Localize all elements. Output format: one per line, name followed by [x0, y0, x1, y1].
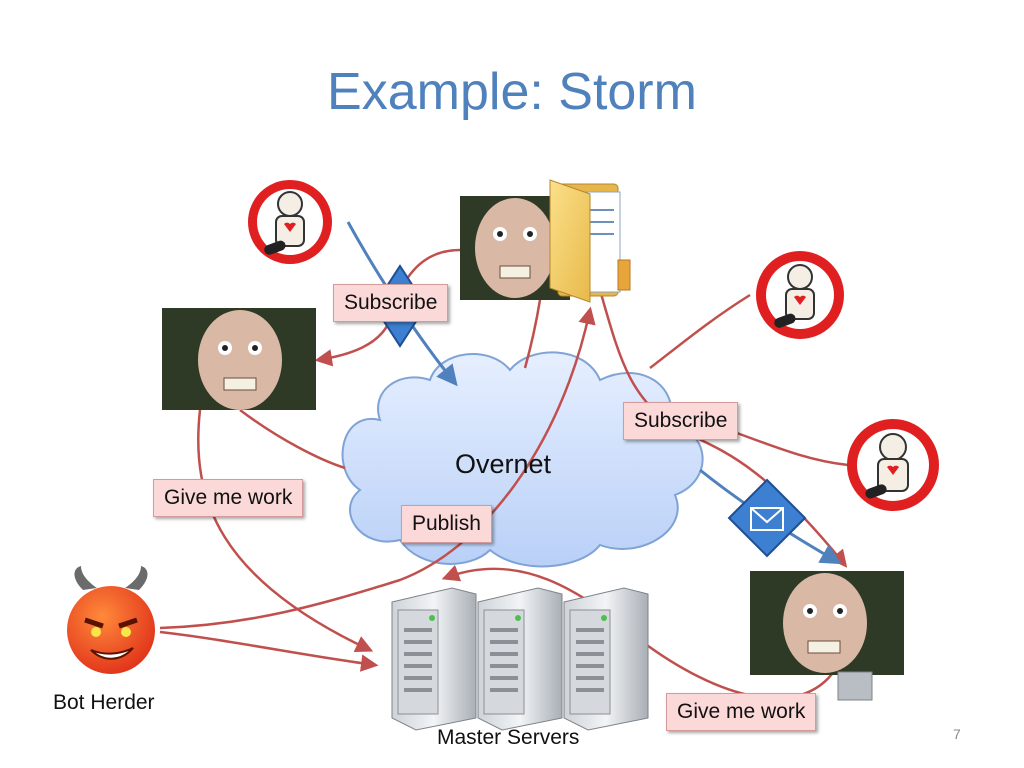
server-tower-icon [391, 587, 477, 731]
bot-herder-caption: Bot Herder [53, 691, 155, 714]
subscribe-label-top: Subscribe [333, 284, 449, 322]
link-left-bot-cloud [239, 408, 346, 470]
envelope-diamond-icon [727, 478, 807, 558]
folder-icon [549, 179, 631, 303]
server-tower-icon [563, 587, 649, 731]
devil-face-icon [67, 566, 155, 674]
link-doll-right-cloud [649, 293, 751, 369]
voodoo-doll-icon [756, 251, 844, 339]
page-number: 7 [953, 726, 961, 742]
voodoo-doll-icon [248, 180, 332, 264]
give-me-work-arrow-left [197, 409, 374, 653]
zombie-face-photo [750, 571, 904, 675]
server-tower-icon [477, 587, 563, 731]
herder-to-servers-arrow [159, 630, 379, 672]
zombie-face-photo [162, 308, 316, 410]
publish-arrow [159, 306, 596, 630]
voodoo-doll-icon [847, 419, 939, 511]
subscribe-label-right: Subscribe [623, 402, 739, 440]
slide-title: Example: Storm [327, 63, 697, 121]
link-top-bot-cloud [523, 299, 542, 369]
publish-label: Publish [401, 505, 492, 543]
give-me-work-label-left: Give me work [153, 479, 304, 517]
give-me-work-label-right: Give me work [666, 693, 817, 731]
server-base-icon [837, 671, 873, 701]
master-servers-caption: Master Servers [437, 726, 580, 749]
overnet-label: Overnet [455, 449, 552, 479]
